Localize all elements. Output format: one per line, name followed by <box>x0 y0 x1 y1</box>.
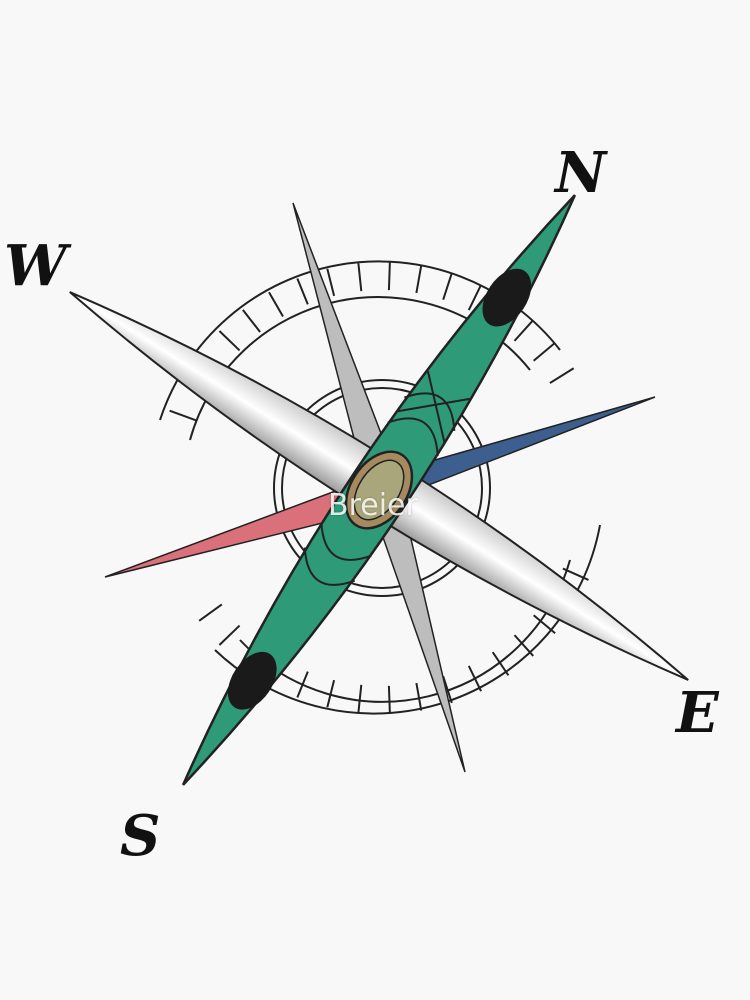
ring-tick <box>242 309 261 333</box>
ring-tick <box>442 676 453 704</box>
north-letter: N <box>553 140 608 206</box>
ring-tick <box>562 567 589 581</box>
ring-tick <box>326 268 336 297</box>
ring-tick <box>218 330 241 352</box>
ring-tick <box>387 262 391 291</box>
ring-tick <box>442 272 453 300</box>
ring-tick <box>491 651 510 676</box>
ring-tick <box>326 679 336 708</box>
ring-tick <box>533 614 556 635</box>
ring-tick <box>467 284 482 311</box>
ring-tick <box>513 634 534 657</box>
ring-tick <box>169 409 197 422</box>
west-letter: W <box>4 233 72 299</box>
ring-tick <box>415 265 423 294</box>
rear-hatch <box>227 651 277 710</box>
ring-tick <box>415 682 423 711</box>
cardinal-letters: N E S W <box>4 140 720 869</box>
ring-tick <box>533 341 556 362</box>
ring-tick <box>357 263 363 292</box>
ring-tick <box>296 671 309 698</box>
south-letter: S <box>120 803 160 869</box>
ring-tick <box>549 367 575 384</box>
watermark: Breier <box>328 488 418 523</box>
ring-tick <box>296 278 309 305</box>
kayak <box>181 194 577 786</box>
front-hatch <box>482 268 532 327</box>
ring-tick <box>467 665 482 692</box>
ring-tick <box>218 624 241 646</box>
ring-tick <box>357 684 363 713</box>
ring-tick <box>513 319 534 342</box>
ring-tick <box>268 291 284 318</box>
ring-tick <box>387 685 391 714</box>
east-letter: E <box>674 680 720 746</box>
ring-tick <box>198 603 223 622</box>
